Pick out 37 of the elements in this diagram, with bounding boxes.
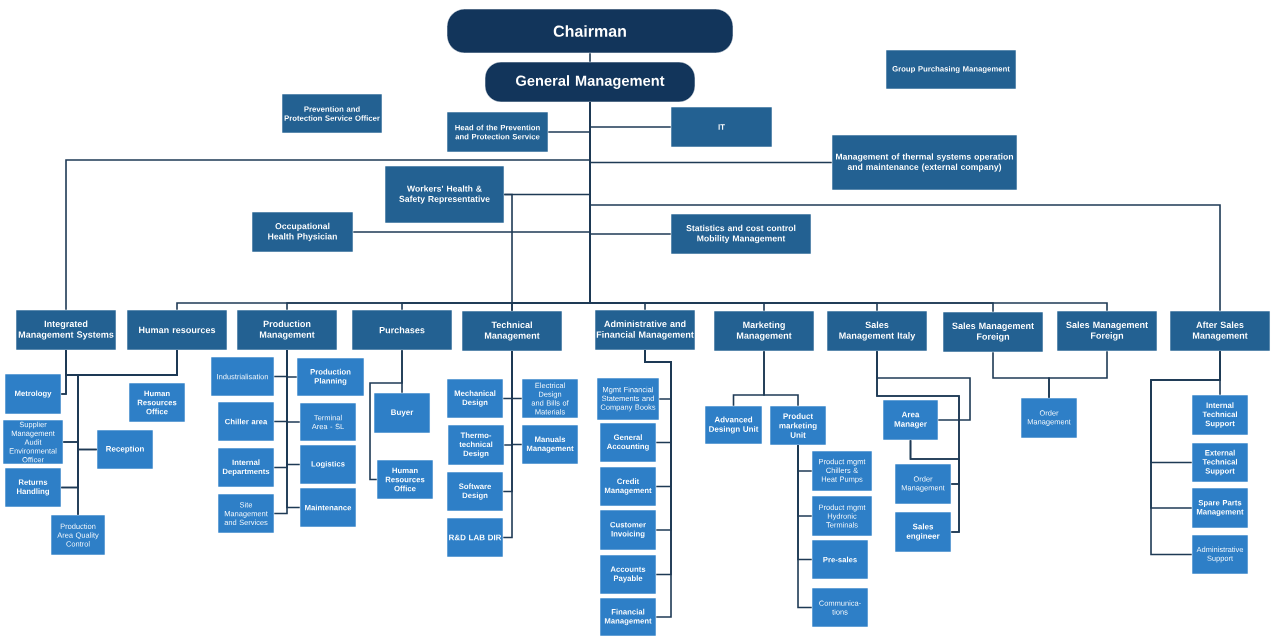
unit-box: Advanced Desingn Unit: [704, 405, 763, 445]
unit-box: Reception: [96, 429, 154, 470]
position-box: Workers' Health & Safety Representative: [384, 165, 505, 224]
position-box: Technical Management: [461, 310, 563, 352]
position-box: Marketing Management: [713, 310, 815, 352]
connector-line: [589, 52, 591, 63]
rounded-title-box: Chairman: [446, 8, 734, 54]
position-box: Sales Management Foreign: [1056, 310, 1158, 352]
position-box: Production Management: [236, 309, 338, 351]
unit-box: Area Manager: [882, 399, 939, 441]
unit-box: R&D LAB DIR: [446, 517, 504, 558]
connector-line: [644, 349, 672, 618]
connector-line: [77, 349, 178, 516]
connector-line: [502, 350, 513, 539]
position-box: Purchases: [351, 309, 453, 351]
position-box: Integrated Management Systems: [15, 309, 117, 351]
position-box: Occupational Health Physician: [251, 211, 354, 253]
position-box: Human resources: [126, 309, 228, 351]
position-box: After Sales Management: [1169, 310, 1271, 352]
position-box: Statistics and cost control Mobility Management: [670, 213, 812, 255]
connector-line: [369, 349, 403, 481]
connector-line: [503, 193, 513, 312]
position-box: Sales Management Foreign: [942, 311, 1044, 353]
connector-line: [286, 349, 301, 509]
connector-line: [797, 444, 813, 609]
connector-line: [909, 439, 960, 533]
position-box: Sales Management Italy: [826, 310, 928, 352]
position-box: Administrative and Financial Management: [594, 309, 696, 351]
rounded-title-box: General Management: [484, 61, 696, 103]
position-box: Management of thermal systems operation and maintenance (external company): [831, 134, 1018, 191]
unit-box: Buyer: [373, 392, 431, 434]
unit-box: Sales engineer: [894, 511, 952, 553]
unit-box: Product marketing Unit: [769, 405, 827, 446]
connector-line: [1150, 350, 1221, 556]
connector-line: [589, 101, 1221, 312]
connector-line: [763, 350, 799, 407]
connector-line: [1048, 350, 1108, 399]
